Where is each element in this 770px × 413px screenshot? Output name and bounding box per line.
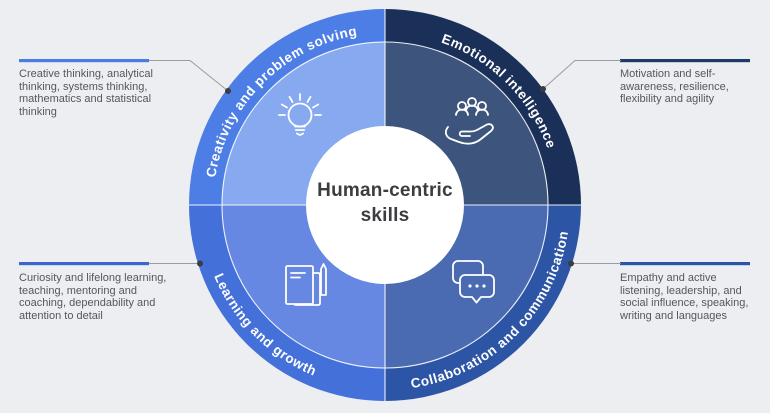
notebook-pen-icon	[285, 263, 327, 306]
callout-learning: Curiosity and lifelong learning, teachin…	[19, 272, 167, 322]
dot-top-right	[540, 86, 546, 92]
accent-bar-bottom-right	[620, 262, 750, 266]
connector-top-right	[542, 60, 621, 90]
center-title: Human-centric skills	[317, 180, 453, 226]
callout-learning-text: Curiosity and lifelong learning, teachin…	[19, 272, 167, 322]
callout-collaboration: Empathy and active listening, leadership…	[620, 272, 760, 322]
callout-creativity: Creative thinking, analytical thinking, …	[19, 68, 171, 118]
callout-collaboration-text: Empathy and active listening, leadership…	[620, 272, 749, 322]
callout-connectors	[149, 60, 621, 264]
lightbulb-icon	[278, 93, 322, 136]
connector-top-left	[149, 60, 229, 92]
quadrant-dividers	[189, 9, 581, 401]
accent-bar-top-left	[19, 59, 149, 63]
center-hub	[306, 126, 464, 284]
callout-creativity-text: Creative thinking, analytical thinking, …	[19, 68, 153, 118]
accent-bar-top-right	[620, 59, 750, 63]
accent-bar-bottom-left	[19, 262, 149, 266]
ellipsis-dots	[468, 284, 486, 288]
people-in-hand-icon	[444, 97, 494, 145]
callout-emotional-text: Motivation and self-awareness, resilienc…	[620, 68, 729, 106]
dot-top-left	[225, 88, 231, 94]
chat-bubbles-icon	[452, 260, 495, 304]
dot-bottom-right	[568, 260, 574, 267]
callout-dots	[197, 86, 574, 267]
callout-emotional: Motivation and self-awareness, resilienc…	[620, 68, 760, 106]
dot-bottom-left	[197, 260, 203, 267]
